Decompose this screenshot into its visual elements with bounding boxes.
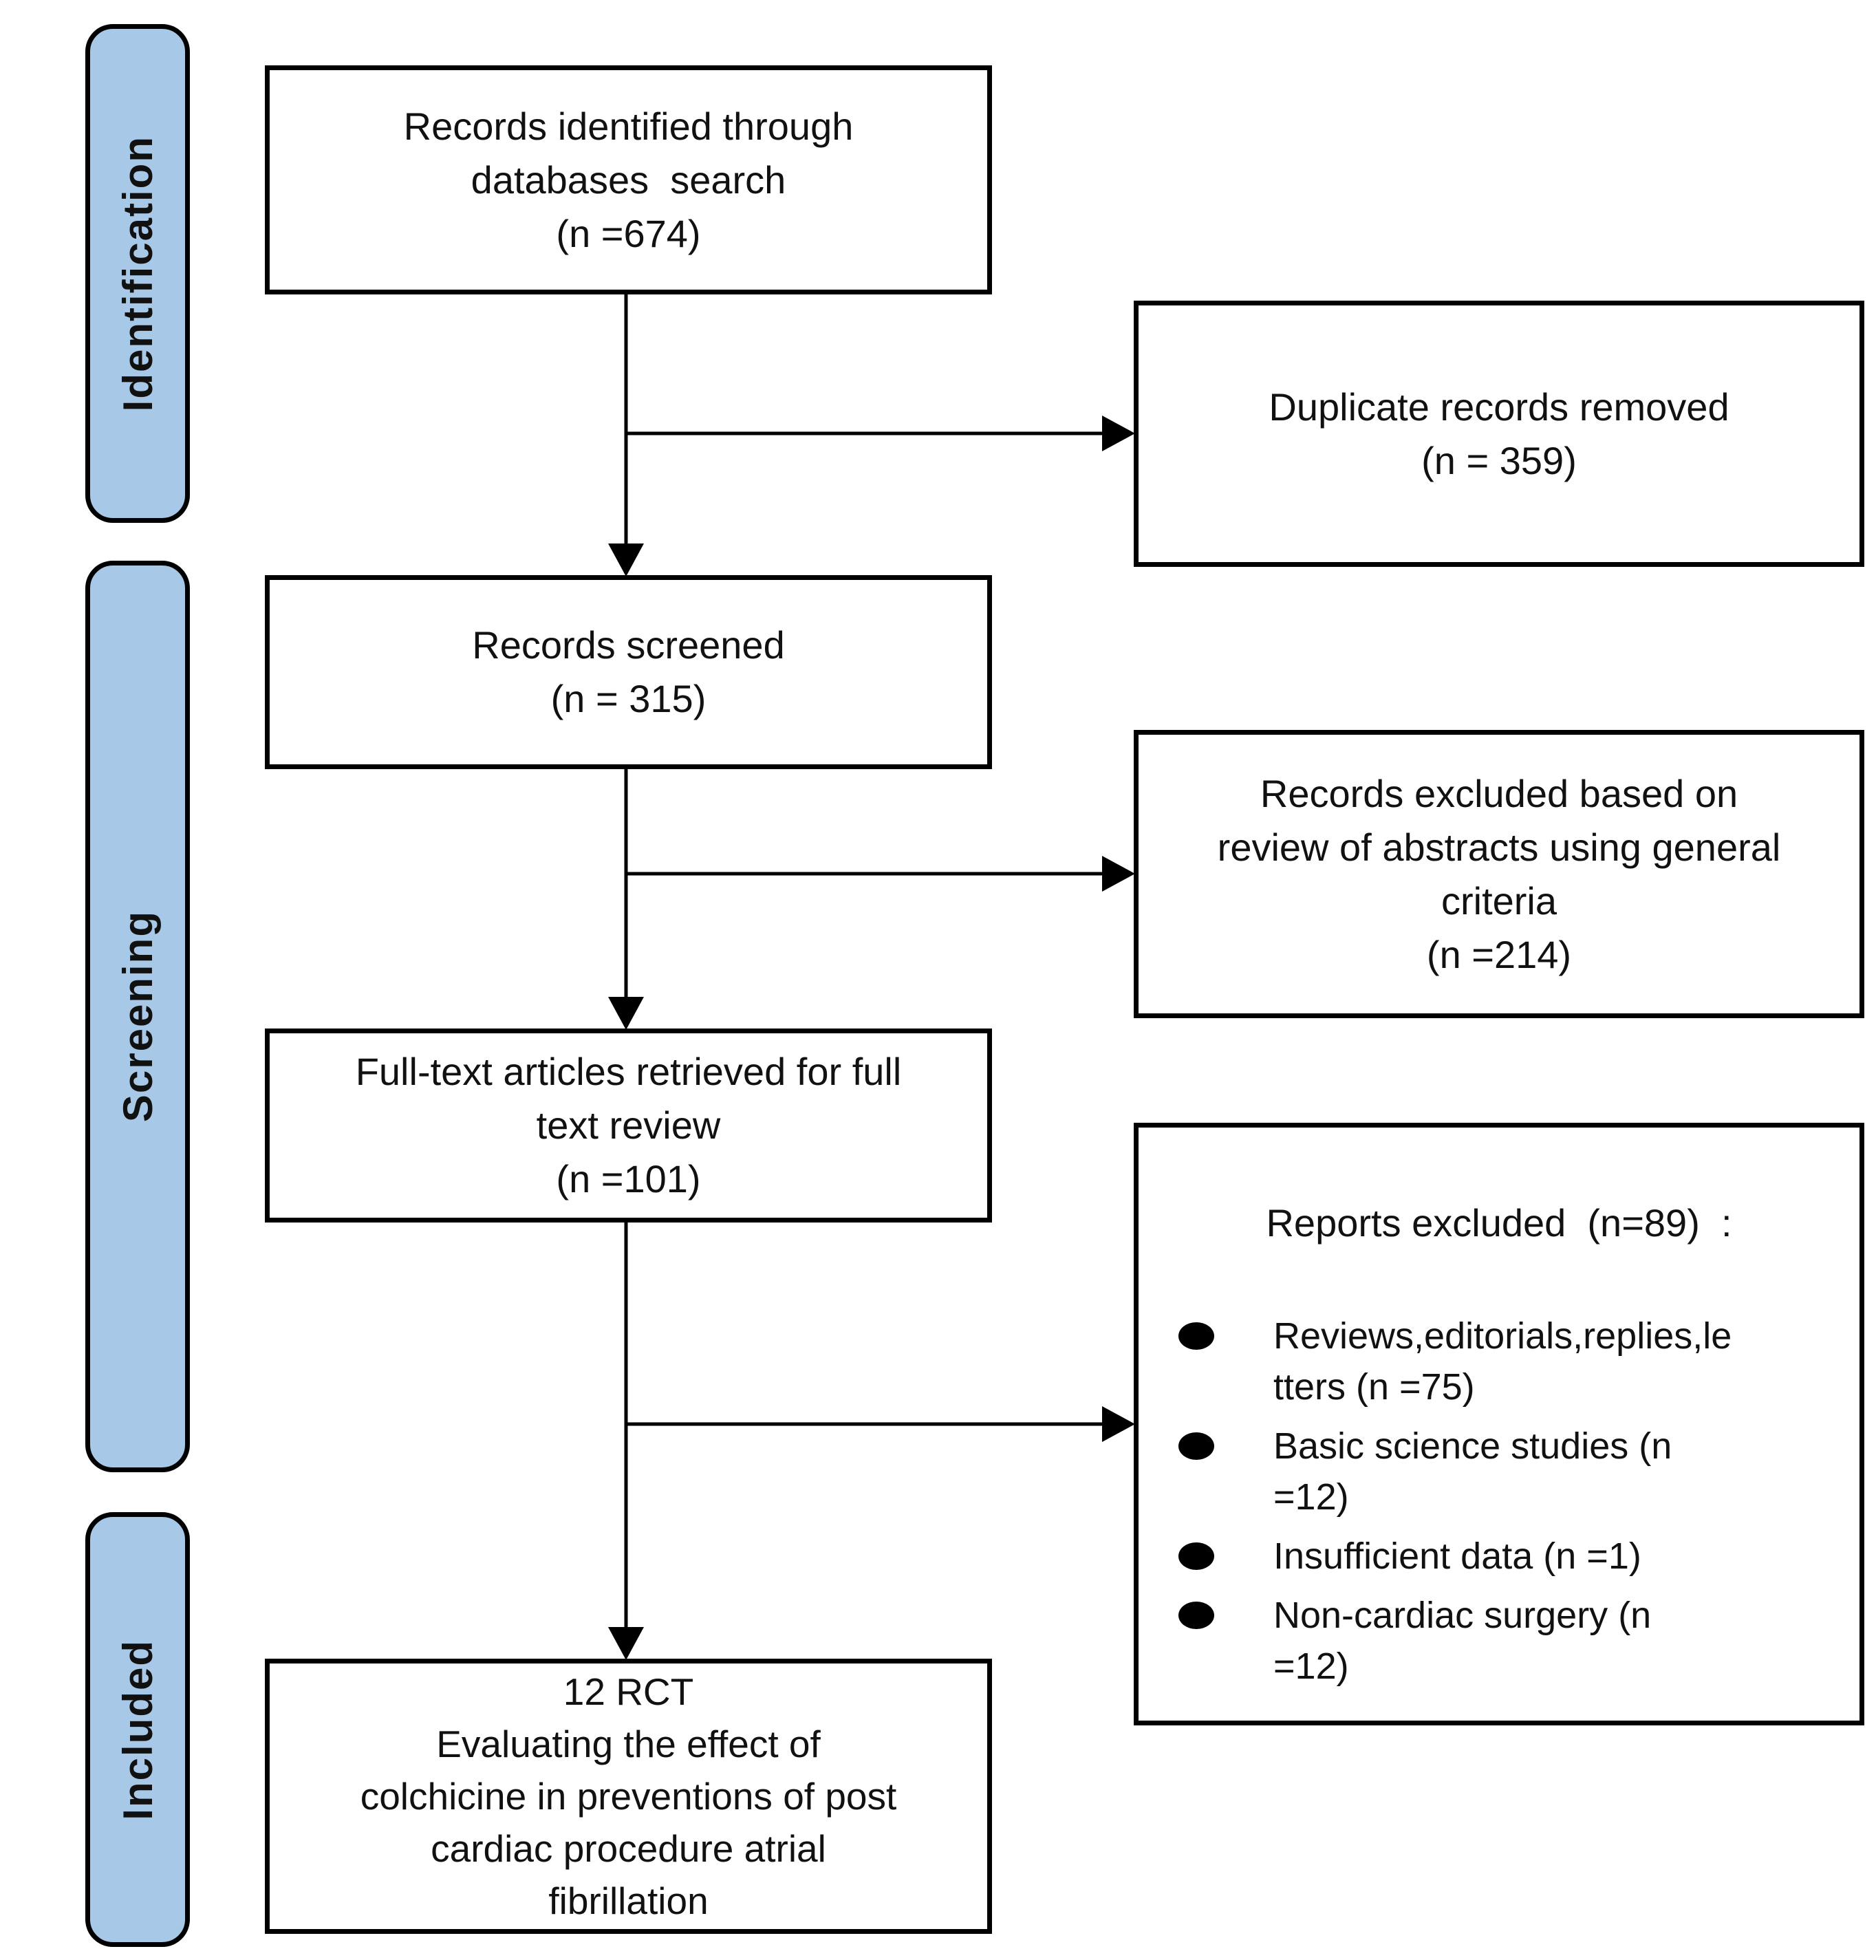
list-item-text: Reviews,editorials,replies,le tters (n =… xyxy=(1273,1315,1732,1408)
bullet-icon xyxy=(1178,1322,1214,1350)
stage-identification: Identification xyxy=(85,24,190,523)
reports-excluded-list: Reviews,editorials,replies,le tters (n =… xyxy=(1139,1311,1859,1692)
box-reports-excluded: Reports excluded (n=89) : Reviews,editor… xyxy=(1134,1123,1864,1725)
box-duplicates-removed-text: Duplicate records removed (n = 359) xyxy=(1269,385,1729,482)
box-records-screened-text: Records screened (n = 315) xyxy=(472,623,785,720)
arrow-branch-to-reports-excluded xyxy=(626,1406,1135,1442)
box-records-excluded-abstracts: Records excluded based on review of abst… xyxy=(1134,730,1864,1018)
bullet-icon xyxy=(1178,1602,1214,1629)
box-fulltext-retrieved-text: Full-text articles retrieved for full te… xyxy=(355,1050,902,1200)
list-item-text: Non-cardiac surgery (n =12) xyxy=(1273,1595,1652,1687)
bullet-icon xyxy=(1178,1432,1214,1460)
stage-screening: Screening xyxy=(85,561,190,1472)
stage-included: Included xyxy=(85,1512,190,1947)
stage-included-label: Included xyxy=(114,1639,161,1820)
arrow-identified-to-screened xyxy=(608,294,644,577)
list-item-text: Basic science studies (n =12) xyxy=(1273,1425,1672,1518)
box-records-excluded-abstracts-text: Records excluded based on review of abst… xyxy=(1217,771,1781,976)
list-item: Insufficient data (n =1) xyxy=(1178,1531,1859,1582)
stage-screening-label: Screening xyxy=(114,910,161,1123)
list-item: Reviews,editorials,replies,le tters (n =… xyxy=(1178,1311,1859,1412)
box-fulltext-retrieved: Full-text articles retrieved for full te… xyxy=(265,1029,992,1223)
arrow-screened-to-fulltext xyxy=(608,769,644,1030)
list-item-text: Insufficient data (n =1) xyxy=(1273,1536,1641,1577)
box-records-identified: Records identified through databases sea… xyxy=(265,65,992,294)
bullet-icon xyxy=(1178,1542,1214,1570)
list-item: Basic science studies (n =12) xyxy=(1178,1421,1859,1522)
arrow-fulltext-to-included xyxy=(608,1223,644,1660)
arrow-branch-to-abstract-excluded xyxy=(626,856,1135,892)
box-included-rct-text: 12 RCT Evaluating the effect of colchici… xyxy=(360,1670,897,1922)
list-item: Non-cardiac surgery (n =12) xyxy=(1178,1590,1859,1692)
reports-excluded-header: Reports excluded (n=89) : xyxy=(1266,1201,1732,1245)
arrow-branch-to-duplicates xyxy=(626,416,1135,451)
box-records-screened: Records screened (n = 315) xyxy=(265,575,992,769)
box-records-identified-text: Records identified through databases sea… xyxy=(403,104,854,255)
box-included-rct: 12 RCT Evaluating the effect of colchici… xyxy=(265,1659,992,1934)
stage-identification-label: Identification xyxy=(114,135,161,412)
box-duplicates-removed: Duplicate records removed (n = 359) xyxy=(1134,301,1864,567)
